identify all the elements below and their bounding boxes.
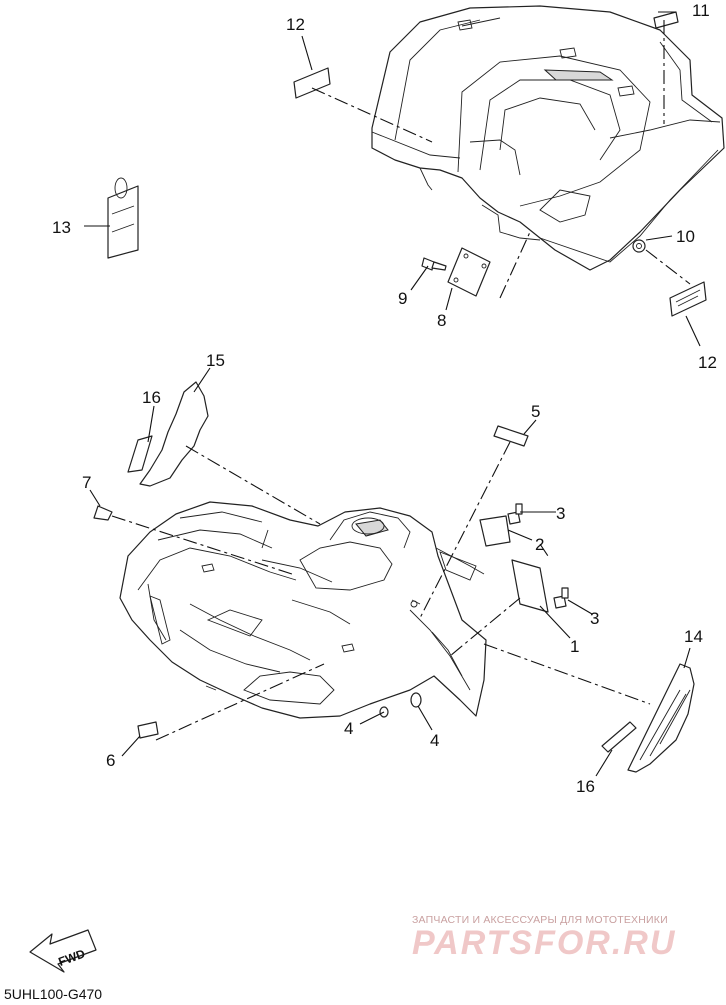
part-15-16-decal: [139, 381, 209, 487]
watermark-tagline: ЗАПЧАСТИ И АКСЕССУАРЫ ДЛЯ МОТОТЕХНИКИ: [412, 914, 668, 926]
part-5-label: [493, 425, 529, 447]
callout-15: 15: [206, 351, 225, 370]
leader-lines: [84, 11, 701, 777]
diagram-code: 5UHL100-G470: [4, 986, 103, 1002]
callout-12-top: 12: [286, 15, 305, 34]
part-12-rear-label: [293, 67, 331, 99]
callout-3-lower: 3: [590, 609, 599, 628]
part-16-side-decal: [601, 721, 637, 753]
part-10-washer: [632, 239, 646, 253]
part-2-plate: [479, 515, 511, 547]
part-3-screw-upper: [507, 503, 523, 525]
callout-9: 9: [398, 289, 407, 308]
callout-6: 6: [106, 751, 115, 770]
front-fender: [119, 501, 487, 719]
fwd-arrow-icon: FWD: [29, 929, 97, 973]
callout-11: 11: [692, 1, 710, 20]
callout-10: 10: [676, 227, 695, 246]
callout-3-upper: 3: [556, 504, 565, 523]
callout-14: 14: [684, 627, 703, 646]
part-12-4x4-decal: [669, 281, 707, 317]
callout-16-right: 16: [576, 777, 595, 796]
callout-7: 7: [82, 473, 91, 492]
callout-1: 1: [570, 637, 579, 656]
callout-8: 8: [437, 311, 446, 330]
part-16-front-strip: [127, 435, 153, 473]
callout-labels: 1 2 3 3 4 4 5 6 7 8 9 10 11 12 12 13 14 …: [52, 1, 717, 796]
callout-13: 13: [52, 218, 71, 237]
callout-4-right: 4: [430, 731, 439, 750]
part-14-side-decal: [627, 663, 695, 773]
part-6-label: [137, 721, 159, 739]
part-13-tag: [107, 177, 139, 259]
part-9-screw: [421, 257, 447, 271]
part-4-grommet-right: [410, 692, 422, 708]
rear-fender: [371, 5, 725, 271]
part-7-tag: [93, 505, 113, 521]
part-1-plate: [511, 559, 549, 613]
part-11-rear-label: [653, 11, 679, 29]
callout-2: 2: [535, 535, 544, 554]
watermark-logo: PARTSFOR.RU: [412, 924, 677, 962]
part-8-plate: [447, 247, 491, 297]
callout-16-left: 16: [142, 388, 161, 407]
callout-12-right: 12: [698, 353, 717, 372]
callout-4-left: 4: [344, 719, 353, 738]
part-3-screw-lower: [553, 587, 569, 609]
callout-5: 5: [531, 402, 540, 421]
